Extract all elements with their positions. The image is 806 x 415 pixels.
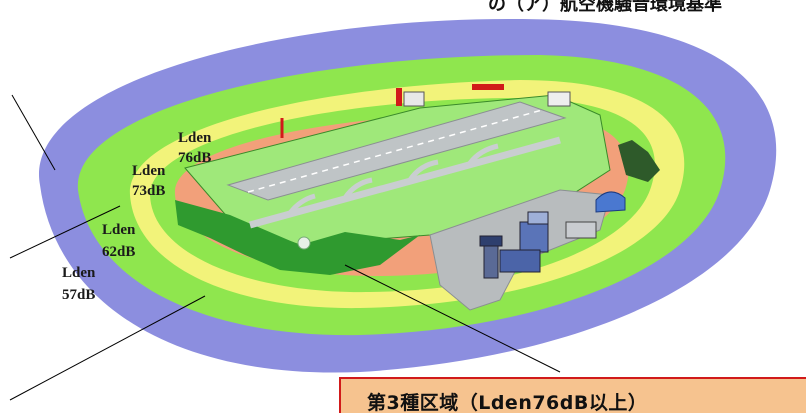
red-beacon-row — [472, 84, 504, 90]
taxiway-link-1 — [288, 193, 316, 215]
svg-text:Lden: Lden — [132, 163, 166, 179]
leader-line-57 — [11, 94, 56, 171]
hangar — [595, 191, 626, 213]
svg-text:57dB: 57dB — [62, 287, 95, 303]
label-lden-62: Lden 62dB — [102, 222, 136, 260]
taxiway-link-3 — [407, 159, 439, 182]
label-lden-76: Lden 76dB — [178, 130, 212, 166]
zone-callout-text: 第3種区域（Lden76dB以上） — [367, 392, 648, 414]
leader-line-76 — [344, 264, 561, 373]
taxiway-link-4 — [468, 143, 499, 165]
leader-line-62 — [9, 205, 121, 259]
label-lden-73: Lden 73dB — [132, 163, 166, 199]
radar-dome — [297, 236, 311, 250]
taxiway — [249, 136, 561, 229]
forest-area — [175, 200, 420, 275]
label-lden-57: Lden 57dB — [62, 265, 96, 303]
building-top — [403, 91, 425, 107]
svg-text:Lden: Lden — [178, 130, 212, 146]
zone-callout-box: 第3種区域（Lden76dB以上） — [339, 377, 806, 414]
svg-text:Lden: Lden — [62, 265, 96, 281]
header-text: の（ア）航空機騒音環境基準 — [488, 0, 722, 14]
red-structure — [396, 88, 402, 106]
building-right — [547, 91, 571, 107]
control-tower — [479, 235, 503, 279]
svg-text:Lden: Lden — [102, 222, 136, 238]
warehouse — [565, 221, 597, 239]
runway-centerline — [247, 109, 543, 193]
svg-text:76dB: 76dB — [178, 150, 211, 166]
leader-line-65 — [9, 295, 206, 401]
taxiway-link-2 — [342, 177, 373, 200]
terminal-building — [499, 211, 549, 273]
svg-text:62dB: 62dB — [102, 244, 135, 260]
trees-cluster — [618, 140, 660, 182]
svg-text:73dB: 73dB — [132, 183, 165, 199]
